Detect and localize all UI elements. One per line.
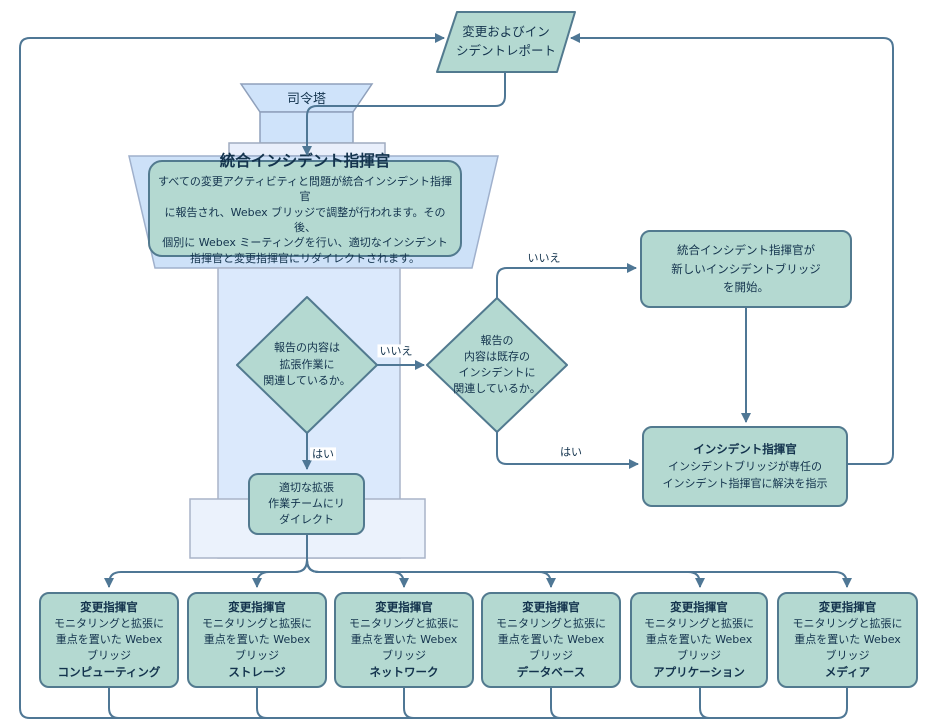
redirect-text: 適切な拡張 作業チームにリ ダイレクト [268, 481, 345, 526]
team-body: モニタリングと拡張に 重点を置いた Webex ブリッジ [644, 617, 754, 662]
decision2-label: 報告の 内容は既存の インシデントに 関連しているか。 [453, 334, 541, 395]
incident-commander-node: インシデント指揮官 インシデントブリッジが専任の インシデント指揮官に解決を指示 [642, 426, 848, 507]
unified-commander-body: すべての変更アクティビティと問題が統合インシデント指揮官 に報告され、Webex… [158, 174, 452, 265]
incident-commander-body: インシデントブリッジが専任の インシデント指揮官に解決を指示 [662, 460, 828, 491]
team-node-database: 変更指揮官 モニタリングと拡張に 重点を置いた Webex ブリッジ データベー… [481, 592, 621, 688]
tower-neck-shape [259, 111, 354, 144]
team-category: アプリケーション [653, 664, 745, 679]
edge-label-no-1: いいえ [377, 344, 415, 358]
edge-label-no-2: いいえ [525, 251, 563, 265]
edge-label-yes-1: はい [310, 447, 336, 461]
team-node-storage: 変更指揮官 モニタリングと拡張に 重点を置いた Webex ブリッジ ストレージ [187, 592, 327, 688]
unified-commander-title: 統合インシデント指揮官 [219, 151, 391, 170]
redirect-node: 適切な拡張 作業チームにリ ダイレクト [248, 473, 365, 535]
new-bridge-node: 統合インシデント指揮官が 新しいインシデントブリッジ を開始。 [640, 230, 852, 308]
team-body: モニタリングと拡張に 重点を置いた Webex ブリッジ [54, 617, 164, 662]
team-body: モニタリングと拡張に 重点を置いた Webex ブリッジ [792, 617, 903, 662]
team-body: モニタリングと拡張に 重点を置いた Webex ブリッジ [349, 617, 459, 662]
report-node-label: 変更およびイン シデントレポート [455, 24, 556, 58]
team-title: 変更指揮官 [670, 599, 728, 614]
unified-commander-node: 統合インシデント指揮官 すべての変更アクティビティと問題が統合インシデント指揮官… [148, 152, 462, 265]
tower-label: 司令塔 [286, 91, 326, 107]
team-node-media: 変更指揮官 モニタリングと拡張に 重点を置いた Webex ブリッジ メディア [777, 592, 918, 688]
team-title: 変更指揮官 [228, 599, 286, 614]
decision1-label: 報告の内容は 拡張作業に 関連しているか。 [263, 341, 351, 388]
team-node-network: 変更指揮官 モニタリングと拡張に 重点を置いた Webex ブリッジ ネットワー… [334, 592, 474, 688]
team-category: データベース [516, 664, 586, 679]
new-bridge-text: 統合インシデント指揮官が 新しいインシデントブリッジ を開始。 [671, 243, 821, 295]
team-title: 変更指揮官 [818, 599, 877, 614]
team-category: メディア [824, 664, 871, 679]
edge-label-yes-2: はい [558, 445, 584, 459]
team-node-application: 変更指揮官 モニタリングと拡張に 重点を置いた Webex ブリッジ アプリケー… [630, 592, 768, 688]
incident-commander-title: インシデント指揮官 [693, 441, 797, 456]
team-body: モニタリングと拡張に 重点を置いた Webex ブリッジ [202, 617, 312, 662]
team-category: コンピューティング [57, 664, 161, 679]
team-category: ネットワーク [369, 664, 439, 679]
team-title: 変更指揮官 [375, 599, 433, 614]
team-node-computing: 変更指揮官 モニタリングと拡張に 重点を置いた Webex ブリッジ コンピュー… [39, 592, 179, 688]
team-category: ストレージ [228, 664, 286, 679]
team-body: モニタリングと拡張に 重点を置いた Webex ブリッジ [496, 617, 606, 662]
team-title: 変更指揮官 [522, 599, 580, 614]
team-title: 変更指揮官 [80, 599, 138, 614]
